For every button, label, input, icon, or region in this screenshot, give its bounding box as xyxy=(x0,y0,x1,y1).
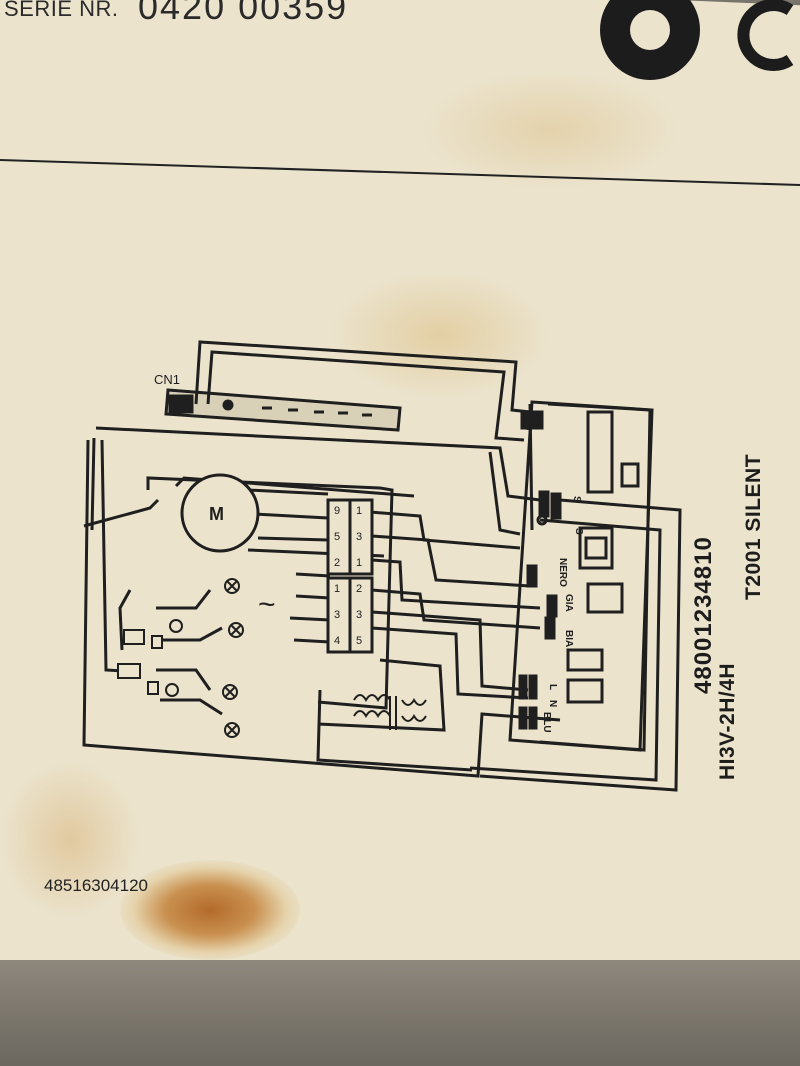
rust-stain xyxy=(120,860,300,960)
svg-text:1: 1 xyxy=(334,583,340,595)
svg-text:S: S xyxy=(573,528,584,535)
grease-stain xyxy=(0,760,140,920)
wire-traces xyxy=(82,340,682,792)
separator-line xyxy=(0,159,800,186)
svg-text:N: N xyxy=(547,700,558,707)
metal-housing xyxy=(0,960,800,1066)
svg-text:5: 5 xyxy=(356,635,362,647)
svg-text:3: 3 xyxy=(334,609,340,621)
board-labels: S S NERO GIA BIA L N BLU xyxy=(541,496,584,733)
terminal-numbers: 9 1 5 3 2 1 1 2 3 3 4 5 xyxy=(334,505,362,647)
ac-symbol: ~ xyxy=(258,588,276,621)
svg-text:1: 1 xyxy=(356,505,362,517)
fuse-symbols xyxy=(117,629,163,695)
svg-text:3: 3 xyxy=(356,609,362,621)
svg-text:5: 5 xyxy=(334,531,340,543)
serial-number: 0420 00359 xyxy=(138,0,349,27)
model-name: HI3V-2H/4H xyxy=(716,662,739,780)
model-variant: T2001 SILENT xyxy=(742,453,765,600)
brand-logo xyxy=(600,0,794,80)
control-board xyxy=(508,400,654,752)
svg-text:NERO: NERO xyxy=(557,558,568,587)
cn1-connector xyxy=(164,388,402,432)
svg-text:9: 9 xyxy=(334,505,340,517)
part-number: 48516304120 xyxy=(44,876,149,895)
svg-text:1: 1 xyxy=(356,557,362,569)
svg-text:L: L xyxy=(547,684,558,690)
svg-text:S: S xyxy=(571,496,582,503)
svg-text:3: 3 xyxy=(356,531,362,543)
serial-label: SERIE NR. xyxy=(4,0,119,21)
svg-text:2: 2 xyxy=(356,583,362,595)
motor-terminal-block xyxy=(326,498,374,576)
cn1-label: CN1 xyxy=(154,372,180,387)
transformer-symbol xyxy=(353,694,427,730)
svg-text:BIA: BIA xyxy=(563,630,574,647)
svg-text:4: 4 xyxy=(334,635,340,647)
motor-symbol xyxy=(180,473,260,553)
svg-text:BLU: BLU xyxy=(541,712,552,733)
lamp-symbols xyxy=(165,578,244,738)
model-code: 48001234810 xyxy=(690,536,717,694)
switch-terminal-block xyxy=(326,576,374,654)
grease-stain xyxy=(420,70,680,190)
motor-label: M xyxy=(209,504,224,524)
svg-text:GIA: GIA xyxy=(563,594,574,612)
svg-text:2: 2 xyxy=(334,557,340,569)
